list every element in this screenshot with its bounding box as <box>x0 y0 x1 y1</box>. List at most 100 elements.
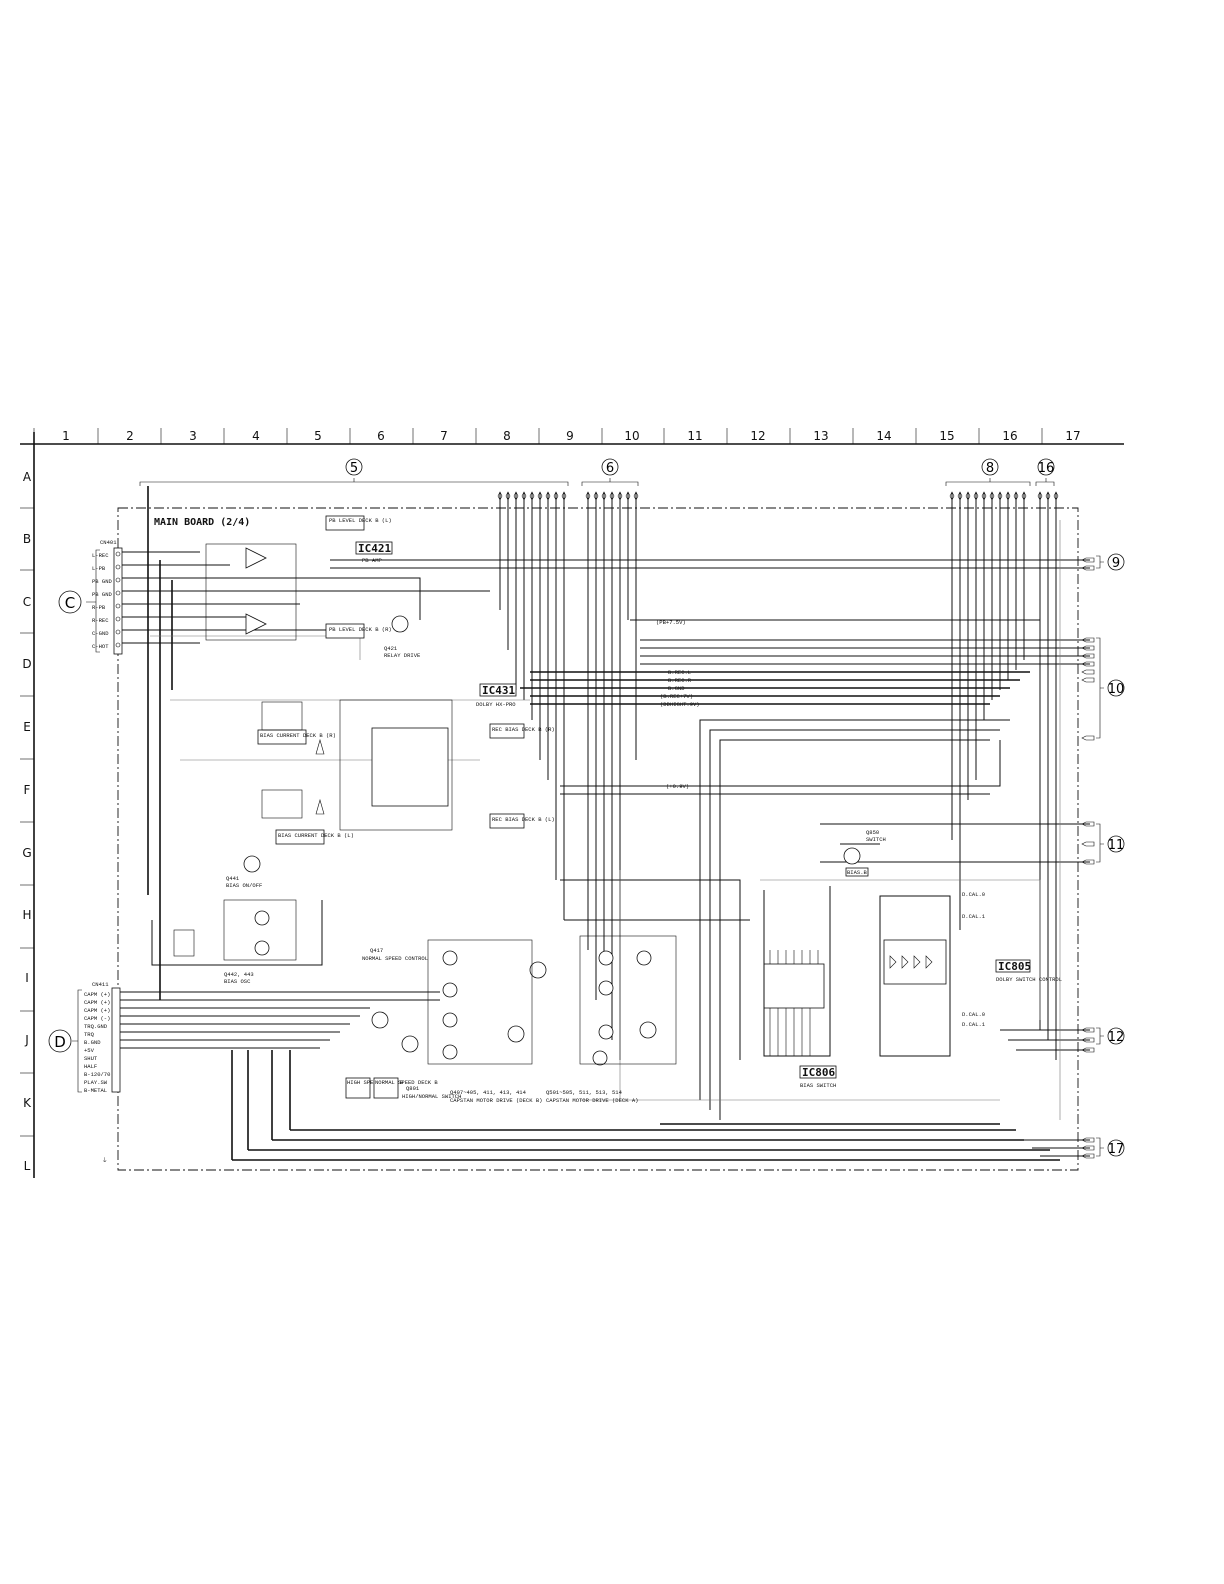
ground-label: ⏚ <box>102 1157 108 1164</box>
grid-col-4: 4 <box>252 429 260 443</box>
cn411-pin-9: SHUT <box>84 1055 98 1062</box>
bracket-label-12: 12 <box>1108 1030 1125 1045</box>
top-terminal <box>497 491 503 501</box>
cn401-pin-terminal <box>115 642 121 648</box>
grid-col-11: 11 <box>687 429 702 443</box>
ic805-block: IC805 DOLBY SWITCH CONTROL D.CAL.0 D.CAL… <box>879 891 1062 1057</box>
grid-col-16: 16 <box>1002 429 1017 443</box>
cn411-pin-8: +5V <box>84 1047 95 1054</box>
cn401-pin-terminal <box>115 616 121 622</box>
grid-col-13: 13 <box>813 429 828 443</box>
top-terminal <box>545 491 551 501</box>
q850-ref: Q850 <box>866 829 879 836</box>
top-terminal <box>633 491 639 501</box>
connector-cn401: CN401 L-REC L-PB PB GND PB GND R-PB R-RE… <box>92 539 123 655</box>
grid-col-15: 15 <box>939 429 954 443</box>
sig-b-rec-r: B.REC.R <box>668 677 692 684</box>
edge-connector-arrows <box>497 491 1095 1159</box>
cn411-pin-10: HALF <box>84 1063 97 1070</box>
dcal1-top: D.CAL.1 <box>962 913 986 920</box>
connector-cn411: CN411 CAPM (+) CAPM (+) CAPM (+) CAPM (-… <box>84 981 121 1094</box>
cn401-pin-terminal <box>115 564 121 570</box>
sig-0-9v: (+0.9V) <box>666 783 689 790</box>
top-terminal <box>973 491 979 501</box>
note-pb-level-r: PB LEVEL DECK B (R) <box>329 626 392 633</box>
top-terminal <box>505 491 511 501</box>
note-bias-current-r: BIAS CURRENT DECK B (R) <box>260 732 336 739</box>
top-terminal <box>957 491 963 501</box>
bracket-label-6: 6 <box>606 461 614 476</box>
top-terminal <box>949 491 955 501</box>
grid-col-6: 6 <box>377 429 385 443</box>
bias-b-label: BIAS.B <box>847 869 868 876</box>
grid-col-2: 2 <box>126 429 134 443</box>
q407-desc: CAPSTAN MOTOR DRIVE (DECK B) <box>450 1097 542 1104</box>
cn401-pin-6: R-REC <box>92 617 109 624</box>
bracket-label-8: 8 <box>986 461 994 476</box>
top-terminal <box>1005 491 1011 501</box>
q801-ref: Q801 <box>406 1085 420 1092</box>
q850-desc: SWITCH <box>866 836 886 843</box>
note-rec-bias-l: REC BIAS DECK B (L) <box>492 816 555 823</box>
top-terminal <box>529 491 535 501</box>
q421-ref: Q421 <box>384 645 398 652</box>
right-terminal <box>1081 735 1095 741</box>
cn401-pin-terminal <box>115 603 121 609</box>
right-terminal <box>1081 1027 1095 1033</box>
note-rec-bias-r: REC BIAS DECK B (R) <box>492 726 555 733</box>
cn411-pin-12: PLAY.SW <box>84 1079 108 1086</box>
ic421-block: IC421 PB AMP PB LEVEL DECK B (L) PB LEVE… <box>205 515 393 641</box>
grid-col-14: 14 <box>876 429 891 443</box>
right-terminal <box>1081 557 1095 563</box>
ic805-label: IC805 <box>998 960 1031 973</box>
q417-desc: NORMAL SPEED CONTROL <box>362 955 428 962</box>
grid-row-i: I <box>25 971 29 985</box>
cn401-pin-3: PB GND <box>92 578 113 585</box>
grid-col-5: 5 <box>314 429 322 443</box>
q441-desc: BIAS ON/OFF <box>226 882 262 889</box>
grid-col-1: 1 <box>62 429 70 443</box>
ic431-label: IC431 <box>482 684 515 697</box>
top-terminal <box>553 491 559 501</box>
cn411-pin-11: B-120/70 <box>84 1071 110 1078</box>
dcal1-bottom: D.CAL.1 <box>962 1021 986 1028</box>
cn401-pin-terminal <box>115 551 121 557</box>
grid-row-e: E <box>23 720 31 734</box>
grid-col-10: 10 <box>624 429 639 443</box>
dcal0-top: D.CAL.0 <box>962 891 985 898</box>
grid-col-8: 8 <box>503 429 511 443</box>
cn411-pin-3: CAPM (+) <box>84 1007 110 1014</box>
bias-osc-block: Q441 BIAS ON/OFF Q442, 443 BIAS OSC <box>151 855 323 985</box>
cn411-pin-2: CAPM (+) <box>84 999 110 1006</box>
capstan-drive-block: Q417 NORMAL SPEED CONTROL HIGH SPEED DEC… <box>345 935 677 1104</box>
top-terminal <box>609 491 615 501</box>
sig-b-gnd: B.GND <box>668 685 685 692</box>
right-terminal <box>1081 859 1095 865</box>
right-terminal <box>1081 637 1095 643</box>
cn401-pin-4: PB GND <box>92 591 113 598</box>
board-title: MAIN BOARD (2/4) <box>154 517 250 528</box>
top-terminal <box>617 491 623 501</box>
grid-row-j: J <box>24 1033 29 1047</box>
right-terminal <box>1081 821 1095 827</box>
cn401-pin-8: C-HOT <box>92 643 109 650</box>
right-terminal <box>1081 1137 1095 1143</box>
top-terminal <box>1045 491 1051 501</box>
top-terminal <box>1021 491 1027 501</box>
top-brackets: 5 6 8 16 <box>139 458 1055 486</box>
top-terminal <box>965 491 971 501</box>
right-terminal <box>1081 677 1095 683</box>
grid-col-17: 17 <box>1065 429 1080 443</box>
q442-ref: Q442, 443 <box>224 971 254 978</box>
grid-row-h: H <box>22 908 31 922</box>
top-terminal <box>585 491 591 501</box>
cn401-pin-5: R-PB <box>92 604 106 611</box>
right-terminal <box>1081 1047 1095 1053</box>
top-terminal <box>981 491 987 501</box>
bracket-label-5: 5 <box>350 461 358 476</box>
grid-column-labels: 1 2 3 4 5 6 7 8 9 10 11 12 13 14 15 16 1… <box>62 429 1080 443</box>
note-pb-level-l: PB LEVEL DECK B (L) <box>329 517 392 524</box>
bracket-label-11: 11 <box>1108 838 1125 853</box>
right-terminal <box>1081 1037 1095 1043</box>
q501-desc: CAPSTAN MOTOR DRIVE (DECK A) <box>546 1097 638 1104</box>
